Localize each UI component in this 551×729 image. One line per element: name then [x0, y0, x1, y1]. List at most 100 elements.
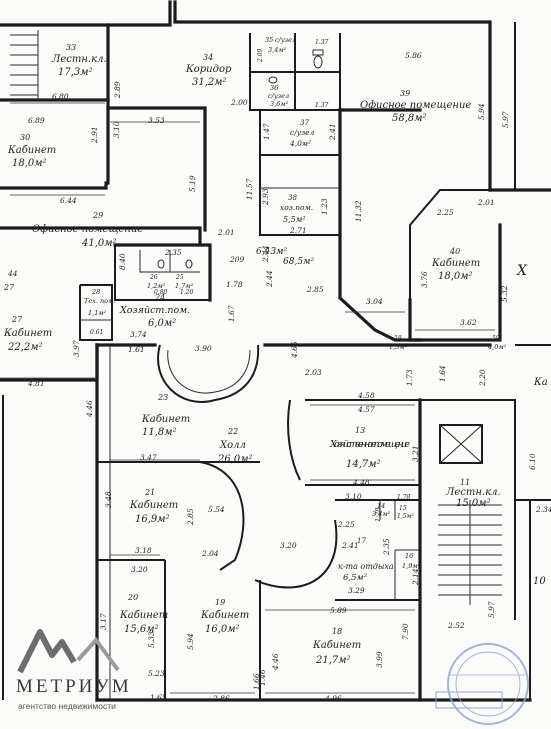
svg-text:3.20: 3.20	[131, 565, 148, 574]
room-22-label: 22 Холл 26,0м²	[217, 427, 253, 465]
room-11-label: 11 Лестн.кл. 15,0м²	[445, 478, 501, 509]
svg-text:24: 24	[154, 293, 165, 302]
room-36-label: 36 с/узел 3,6м²	[268, 84, 289, 108]
svg-text:3.53: 3.53	[148, 116, 165, 125]
svg-text:11.32: 11.32	[354, 200, 363, 222]
svg-text:29: 29	[92, 211, 103, 220]
room-35-label: 35 с/узел 3,4м²	[265, 36, 296, 54]
svg-text:10: 10	[533, 576, 546, 587]
room-21-label: 21 Кабинет 16,9м²	[129, 488, 178, 525]
svg-text:5.32: 5.32	[500, 285, 509, 302]
corridor-209-label: 209 6,43м² 68,5м² Х	[229, 247, 528, 279]
svg-text:2.35: 2.35	[382, 538, 391, 556]
room-37-label: 37 с/узел 4,0м²	[289, 119, 315, 148]
room-33-label: 33 Лестн.кл. 17,3м²	[51, 43, 107, 78]
svg-text:Лестн.кл.: Лестн.кл.	[51, 54, 107, 65]
svg-text:16,9м²: 16,9м²	[135, 514, 170, 525]
svg-text:4.65: 4.65	[290, 341, 299, 359]
svg-text:4.58: 4.58	[357, 391, 375, 400]
svg-text:3.47: 3.47	[140, 453, 157, 462]
svg-text:11.57: 11.57	[245, 178, 254, 200]
svg-text:1.28: 1.28	[374, 508, 382, 522]
svg-text:6,5м²: 6,5м²	[343, 573, 368, 583]
edge-labels: Ка 10 27 44	[3, 269, 548, 587]
svg-text:36: 36	[270, 84, 278, 92]
svg-text:к-та отдыха: к-та отдыха	[338, 562, 394, 571]
svg-text:2.14: 2.14	[411, 568, 420, 586]
room-25-label: 25 1,7м²	[175, 274, 194, 290]
svg-text:Кабинет: Кабинет	[141, 414, 190, 425]
svg-text:5.94: 5.94	[477, 103, 486, 120]
svg-text:3.48: 3.48	[104, 491, 113, 508]
svg-text:с/узел: с/узел	[290, 128, 315, 137]
svg-text:5.54: 5.54	[208, 505, 225, 514]
svg-text:Холл: Холл	[219, 440, 246, 451]
svg-text:21,7м²: 21,7м²	[315, 655, 351, 666]
svg-text:Хозяйст.пом.: Хозяйст.пом.	[119, 305, 190, 316]
svg-text:5,5м²: 5,5м²	[283, 215, 306, 224]
svg-text:4.46: 4.46	[271, 653, 280, 671]
svg-text:26: 26	[149, 274, 158, 281]
svg-text:31,2м²: 31,2м²	[192, 77, 227, 88]
svg-text:28: 28	[91, 288, 100, 296]
svg-text:2.41: 2.41	[341, 541, 359, 550]
svg-text:6.10: 6.10	[528, 453, 537, 470]
svg-text:37: 37	[300, 119, 309, 127]
svg-text:2.44: 2.44	[261, 245, 270, 263]
svg-text:2.20: 2.20	[478, 369, 487, 387]
svg-text:6.80: 6.80	[52, 92, 69, 101]
svg-text:3.10: 3.10	[345, 492, 362, 501]
room-58-label: 58 1,5м²	[389, 335, 408, 351]
dimension-lines	[0, 102, 495, 694]
stair-steps-top	[10, 30, 39, 100]
svg-text:2.91: 2.91	[90, 126, 99, 144]
room-40-label: 40 Кабинет 18,0м²	[431, 247, 480, 282]
svg-text:15,0м²: 15,0м²	[456, 498, 491, 509]
svg-text:4.96: 4.96	[324, 694, 342, 703]
svg-text:2.89: 2.89	[113, 81, 122, 99]
svg-text:1.67: 1.67	[227, 305, 236, 322]
svg-text:3,6м²: 3,6м²	[270, 100, 289, 108]
svg-text:Тех. пом.: Тех. пом.	[84, 297, 116, 305]
svg-text:25: 25	[175, 274, 184, 281]
svg-text:22: 22	[227, 427, 238, 436]
svg-text:4.57: 4.57	[357, 405, 375, 414]
room-24-label: 24 Хозяйст.пом. 6,0м²	[119, 293, 190, 329]
svg-text:21: 21	[144, 488, 155, 497]
svg-text:2.01: 2.01	[217, 228, 235, 237]
svg-text:1.37: 1.37	[315, 39, 329, 46]
svg-text:с/узел: с/узел	[268, 92, 289, 100]
svg-text:2.34: 2.34	[535, 505, 551, 514]
svg-text:15,6м²: 15,6м²	[124, 624, 159, 635]
svg-text:18,0м²: 18,0м²	[438, 271, 473, 282]
svg-text:2.86: 2.86	[212, 694, 230, 703]
svg-text:Коридор: Коридор	[185, 64, 232, 75]
svg-text:3.21: 3.21	[411, 445, 420, 462]
svg-text:2.85: 2.85	[186, 508, 195, 526]
svg-text:14: 14	[377, 502, 385, 510]
svg-text:5.89: 5.89	[330, 606, 347, 615]
svg-text:1.66: 1.66	[252, 673, 261, 690]
svg-text:Кабинет: Кабинет	[200, 610, 249, 621]
svg-text:209: 209	[229, 255, 245, 264]
svg-text:22,2м²: 22,2м²	[7, 342, 43, 353]
svg-text:Хозяйственное помещение: Хозяйственное помещение	[329, 439, 410, 450]
svg-text:1,5м²: 1,5м²	[397, 513, 415, 520]
svg-text:3.90: 3.90	[195, 344, 212, 353]
svg-text:3,4м²: 3,4м²	[268, 46, 287, 54]
svg-text:6,0м²: 6,0м²	[148, 318, 176, 329]
svg-text:0.61: 0.61	[90, 329, 103, 336]
svg-text:35: 35	[265, 36, 273, 44]
room-16-label: 16 1,9м²	[402, 552, 421, 570]
room-34-label: 34 Коридор 31,2м²	[185, 53, 232, 88]
svg-text:6.44: 6.44	[60, 196, 77, 205]
room-15-label: 15 1,5м²	[397, 505, 415, 520]
metrium-logo: МЕТРИУМ агентство недвижимости	[16, 629, 129, 711]
svg-text:17: 17	[357, 537, 366, 545]
walls	[0, 0, 551, 702]
svg-text:1.47: 1.47	[262, 123, 271, 140]
svg-text:30: 30	[20, 133, 30, 142]
room-39-label: 39 Офисное помещение 58,8м²	[360, 89, 471, 124]
svg-text:2.85: 2.85	[306, 285, 324, 294]
